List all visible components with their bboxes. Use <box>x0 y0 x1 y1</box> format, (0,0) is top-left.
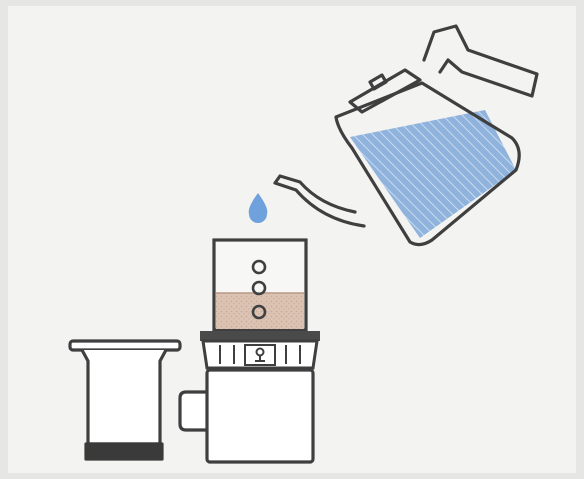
mug-handle <box>180 392 207 430</box>
coffee-grounds <box>216 293 304 329</box>
mug-body <box>207 370 313 462</box>
plunger-body <box>82 350 166 444</box>
brew-chamber-icon <box>200 240 320 368</box>
plunger-flange <box>70 341 180 350</box>
plunger-base <box>86 444 162 459</box>
